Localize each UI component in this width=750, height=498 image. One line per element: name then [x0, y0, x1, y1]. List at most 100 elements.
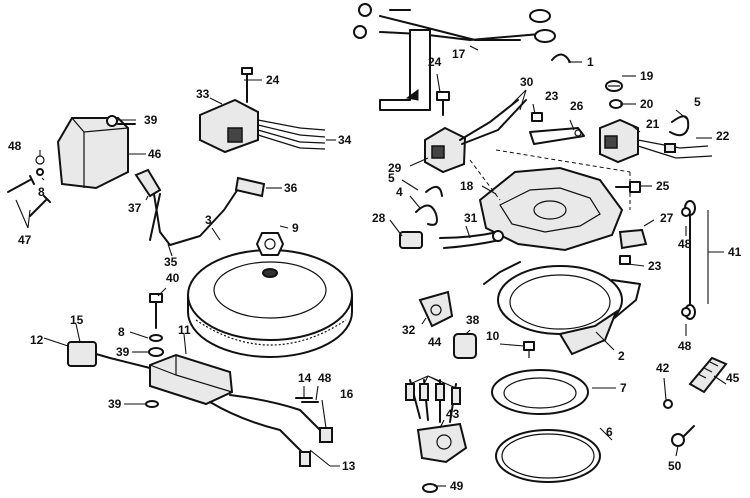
callout-labels: 1 2 3 4 5 5 6 7 8 8 9 10 11 12 13 14 15 … — [8, 47, 742, 493]
washer-48-upper — [681, 207, 691, 217]
washer-48-lower — [681, 307, 691, 317]
retainer-7 — [491, 369, 589, 415]
washer-48-coil — [35, 155, 45, 165]
callout-6: 6 — [606, 425, 613, 439]
timer-base-18 — [469, 149, 631, 252]
callout-45: 45 — [726, 371, 740, 385]
screw-23-lower — [619, 255, 631, 265]
callout-24-right: 24 — [428, 55, 442, 69]
callout-33: 33 — [196, 87, 210, 101]
rectifier-43 — [416, 422, 468, 464]
sensor-29 — [424, 99, 527, 174]
nut-39-coil — [106, 115, 118, 127]
callout-11: 11 — [178, 323, 191, 337]
callout-15: 15 — [70, 313, 84, 327]
callout-27: 27 — [660, 211, 674, 225]
connector-38 — [453, 333, 477, 359]
callout-5-left: 5 — [388, 171, 395, 185]
washer-8-lower — [149, 334, 163, 342]
callout-48-coil: 48 — [8, 139, 22, 153]
screw-24-right — [436, 91, 450, 116]
callout-23-upper: 23 — [545, 89, 559, 103]
callout-32: 32 — [402, 323, 416, 337]
callout-37: 37 — [128, 201, 142, 215]
screw-42 — [663, 399, 673, 409]
callout-17: 17 — [452, 47, 466, 61]
spark-plug-leads — [134, 168, 266, 246]
bolt-40 — [149, 293, 163, 329]
leader-lines — [15, 45, 727, 487]
callout-24-left: 24 — [266, 73, 280, 87]
screws-47 — [7, 175, 51, 217]
screw-49 — [422, 483, 438, 493]
callout-50: 50 — [668, 459, 682, 473]
screw-50 — [671, 425, 695, 447]
plug-connectors-44 — [405, 379, 461, 423]
callout-19: 19 — [640, 69, 654, 83]
connector-28 — [399, 231, 423, 249]
flywheel-nut — [256, 232, 284, 256]
callout-44: 44 — [428, 335, 442, 349]
wire-harness-17 — [353, 3, 556, 43]
callout-12: 12 — [30, 333, 44, 347]
callout-18: 18 — [460, 179, 474, 193]
armature-plate-2 — [483, 261, 641, 356]
bracket-27 — [618, 228, 648, 250]
clip-5-right — [669, 115, 690, 137]
callout-14: 14 — [298, 371, 312, 385]
bolt-24-upper — [241, 67, 253, 103]
callout-39-coil: 39 — [144, 113, 158, 127]
callout-40: 40 — [166, 271, 180, 285]
clip-5-left — [425, 185, 443, 197]
callout-46: 46 — [148, 147, 162, 161]
connector-15 — [67, 341, 151, 369]
ring-6 — [495, 429, 601, 483]
lockwasher-8-coil — [36, 168, 44, 176]
flywheel — [187, 249, 353, 358]
callout-3: 3 — [205, 213, 212, 227]
callout-21: 21 — [646, 117, 660, 131]
power-pack — [149, 353, 234, 406]
retainer-26 — [529, 127, 585, 145]
callout-49: 49 — [450, 479, 464, 493]
callout-22: 22 — [716, 129, 730, 143]
washer-39-lower — [148, 347, 164, 357]
callout-42: 42 — [656, 361, 670, 375]
callout-41: 41 — [728, 245, 742, 259]
callout-8-coil: 8 — [38, 185, 45, 199]
callout-29: 29 — [388, 161, 402, 175]
screw-10 — [523, 341, 535, 358]
callout-5-right: 5 — [694, 95, 701, 109]
callout-48-pack: 48 — [318, 371, 332, 385]
callout-39-bottom: 39 — [108, 397, 122, 411]
callout-36: 36 — [284, 181, 298, 195]
callout-26: 26 — [570, 99, 584, 113]
screw-23-upper — [531, 112, 543, 122]
washer-39-bottom — [145, 400, 159, 408]
callout-23-lower: 23 — [648, 259, 662, 273]
sensor-21 — [599, 118, 713, 164]
link-31 — [439, 230, 504, 249]
bracket-32 — [418, 290, 454, 328]
throttle-arm — [379, 29, 431, 111]
callout-10: 10 — [486, 329, 500, 343]
callout-4: 4 — [396, 185, 403, 199]
callout-31: 31 — [464, 211, 478, 225]
terminal-block-45 — [688, 356, 728, 394]
callout-7: 7 — [620, 381, 627, 395]
callout-2: 2 — [618, 349, 625, 363]
clip-1 — [551, 53, 571, 63]
callout-13: 13 — [342, 459, 356, 473]
callout-39-lower: 39 — [116, 345, 130, 359]
spring-4 — [415, 204, 438, 226]
callout-20: 20 — [640, 97, 654, 111]
callout-34: 34 — [338, 133, 352, 147]
pack-wiring — [209, 394, 333, 467]
ground-wire-41 — [684, 200, 696, 320]
callout-35: 35 — [164, 255, 178, 269]
callout-48-upper: 48 — [678, 237, 692, 251]
ignition-coil — [56, 117, 136, 190]
callout-28: 28 — [372, 211, 386, 225]
callout-43: 43 — [446, 407, 460, 421]
